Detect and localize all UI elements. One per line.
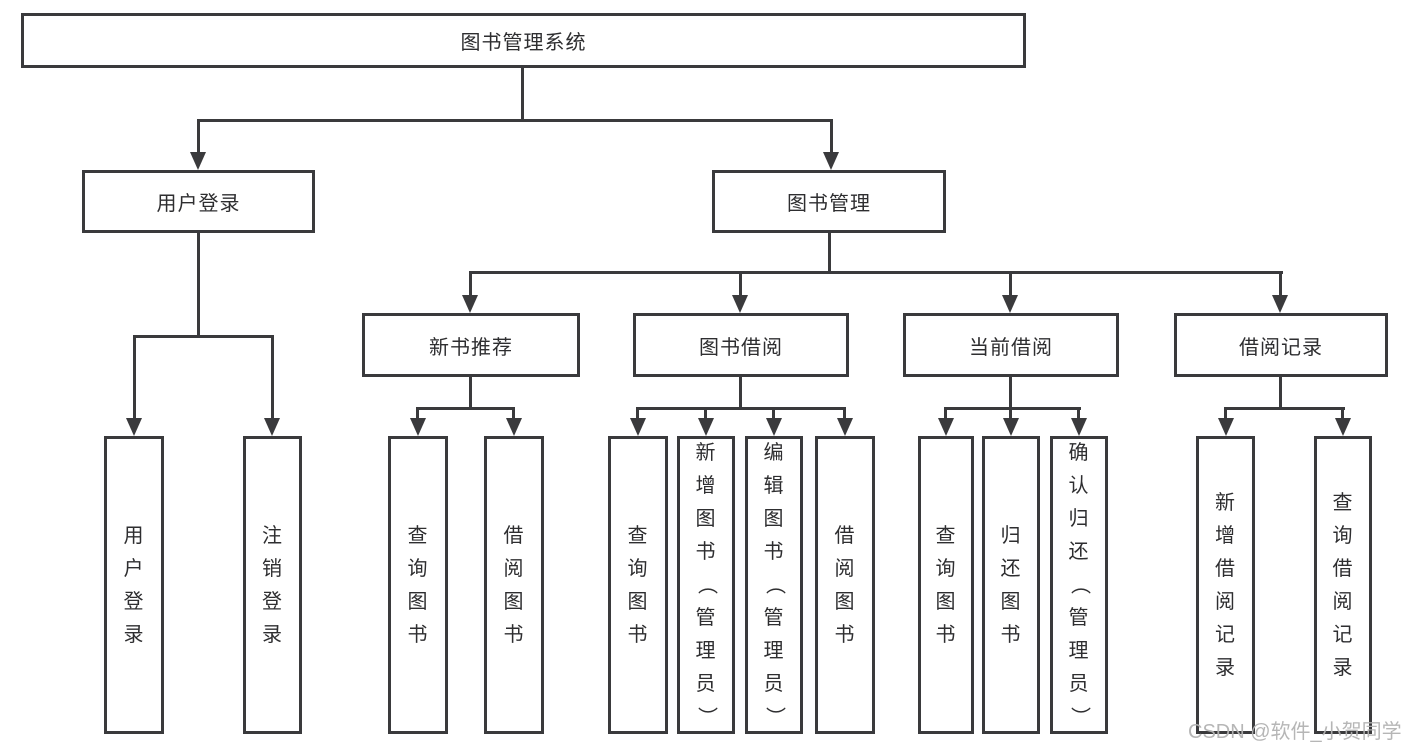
connector-leaf-stem — [1341, 407, 1344, 418]
node-book-management-label: 图书管理 — [787, 193, 871, 215]
node-library-system: 图书管理系统 — [21, 13, 1026, 68]
node-book-borrowing-label: 图书借阅 — [699, 336, 783, 359]
connector-borrowing-records-stem — [1279, 377, 1282, 407]
arrowhead-down-icon — [462, 295, 478, 313]
arrowhead-down-icon — [630, 418, 646, 436]
connector-borrowing-records-split — [1224, 407, 1345, 410]
leaf-bb-query-books: 查询图书 — [608, 436, 668, 734]
connector-book-borrowing-split — [636, 407, 846, 410]
leaf-bb-borrow-books: 借阅图书 — [815, 436, 875, 734]
leaf-nb-query-books: 查询图书 — [388, 436, 448, 734]
connector-leaf-stem — [1009, 407, 1012, 418]
connector-to-leaf-logout — [271, 335, 274, 418]
connector-user-login-split — [133, 335, 274, 338]
node-library-system-label: 图书管理系统 — [460, 32, 587, 54]
leaf-bb-add-books-admin: 新增图书（管理员） — [677, 436, 735, 734]
leaf-cb-confirm-return-admin-label: 确认归还（管理员） — [1068, 442, 1090, 728]
leaf-nb-borrow-books: 借阅图书 — [484, 436, 544, 734]
leaf-br-add-record: 新增借阅记录 — [1196, 436, 1255, 734]
arrowhead-down-icon — [823, 152, 839, 170]
connector-leaf-stem — [512, 407, 515, 418]
connector-to-book-borrowing — [739, 271, 742, 295]
arrowhead-down-icon — [506, 418, 522, 436]
leaf-cb-query-books-label: 查询图书 — [935, 524, 957, 646]
watermark: CSDN @软件_小贺同学 — [1188, 721, 1402, 743]
connector-leaf-stem — [1224, 407, 1227, 418]
connector-current-borrowing-split — [944, 407, 1081, 410]
arrowhead-down-icon — [938, 418, 954, 436]
node-current-borrowing: 当前借阅 — [903, 313, 1119, 377]
connector-to-leaf-user-login — [133, 335, 136, 418]
leaf-br-query-record-label: 查询借阅记录 — [1332, 491, 1354, 679]
connector-to-user-login — [197, 119, 200, 152]
connector-to-new-book — [469, 271, 472, 295]
connector-leaf-stem — [843, 407, 846, 418]
connector-leaf-stem — [416, 407, 419, 418]
leaf-bb-edit-books-admin: 编辑图书（管理员） — [745, 436, 803, 734]
connector-new-book-split — [416, 407, 515, 410]
leaf-nb-query-books-label: 查询图书 — [407, 524, 429, 646]
leaf-bb-query-books-label: 查询图书 — [627, 524, 649, 646]
node-book-management: 图书管理 — [712, 170, 946, 233]
leaf-bb-edit-books-admin-label: 编辑图书（管理员） — [763, 442, 785, 728]
connector-user-login-stem — [197, 233, 200, 335]
node-borrowing-records-label: 借阅记录 — [1239, 336, 1323, 359]
arrowhead-down-icon — [1002, 295, 1018, 313]
leaf-bb-borrow-books-label: 借阅图书 — [834, 524, 856, 646]
leaf-cb-query-books: 查询图书 — [918, 436, 974, 734]
node-new-book-recommend-label: 新书推荐 — [429, 336, 513, 359]
connector-root-split — [197, 119, 832, 122]
connector-leaf-stem — [704, 407, 707, 418]
connector-new-book-stem — [469, 377, 472, 407]
node-user-login-label: 用户登录 — [156, 193, 241, 215]
connector-book-borrowing-stem — [739, 377, 742, 407]
connector-book-management-stem — [828, 233, 831, 271]
node-book-borrowing: 图书借阅 — [633, 313, 849, 377]
arrowhead-down-icon — [264, 418, 280, 436]
connector-leaf-stem — [1077, 407, 1080, 418]
leaf-logout-login-label: 注销登录 — [262, 524, 283, 646]
arrowhead-down-icon — [1272, 295, 1288, 313]
leaf-user-login-label: 用户登录 — [123, 524, 145, 646]
arrowhead-down-icon — [1335, 418, 1351, 436]
arrowhead-down-icon — [410, 418, 426, 436]
leaf-cb-confirm-return-admin: 确认归还（管理员） — [1050, 436, 1108, 734]
arrowhead-down-icon — [1218, 418, 1234, 436]
node-borrowing-records: 借阅记录 — [1174, 313, 1388, 377]
connector-leaf-stem — [636, 407, 639, 418]
connector-to-book-management — [830, 119, 833, 152]
node-user-login: 用户登录 — [82, 170, 315, 233]
connector-current-borrowing-stem — [1009, 377, 1012, 407]
arrowhead-down-icon — [698, 418, 714, 436]
arrowhead-down-icon — [126, 418, 142, 436]
leaf-br-add-record-label: 新增借阅记录 — [1215, 491, 1236, 679]
leaf-logout-login: 注销登录 — [243, 436, 302, 734]
arrowhead-down-icon — [190, 152, 206, 170]
connector-root-stem — [521, 68, 524, 119]
leaf-bb-add-books-admin-label: 新增图书（管理员） — [695, 442, 717, 728]
node-current-borrowing-label: 当前借阅 — [969, 336, 1053, 359]
leaf-cb-return-books: 归还图书 — [982, 436, 1040, 734]
leaf-br-query-record: 查询借阅记录 — [1314, 436, 1372, 734]
arrowhead-down-icon — [732, 295, 748, 313]
leaf-cb-return-books-label: 归还图书 — [1000, 524, 1022, 646]
node-new-book-recommend: 新书推荐 — [362, 313, 580, 377]
arrowhead-down-icon — [837, 418, 853, 436]
leaf-nb-borrow-books-label: 借阅图书 — [503, 524, 525, 646]
arrowhead-down-icon — [1071, 418, 1087, 436]
connector-to-borrowing-records — [1279, 271, 1282, 295]
leaf-user-login: 用户登录 — [104, 436, 164, 734]
arrowhead-down-icon — [766, 418, 782, 436]
arrowhead-down-icon — [1003, 418, 1019, 436]
connector-book-management-split — [469, 271, 1283, 274]
connector-leaf-stem — [772, 407, 775, 418]
connector-to-current-borrowing — [1009, 271, 1012, 295]
connector-leaf-stem — [944, 407, 947, 418]
